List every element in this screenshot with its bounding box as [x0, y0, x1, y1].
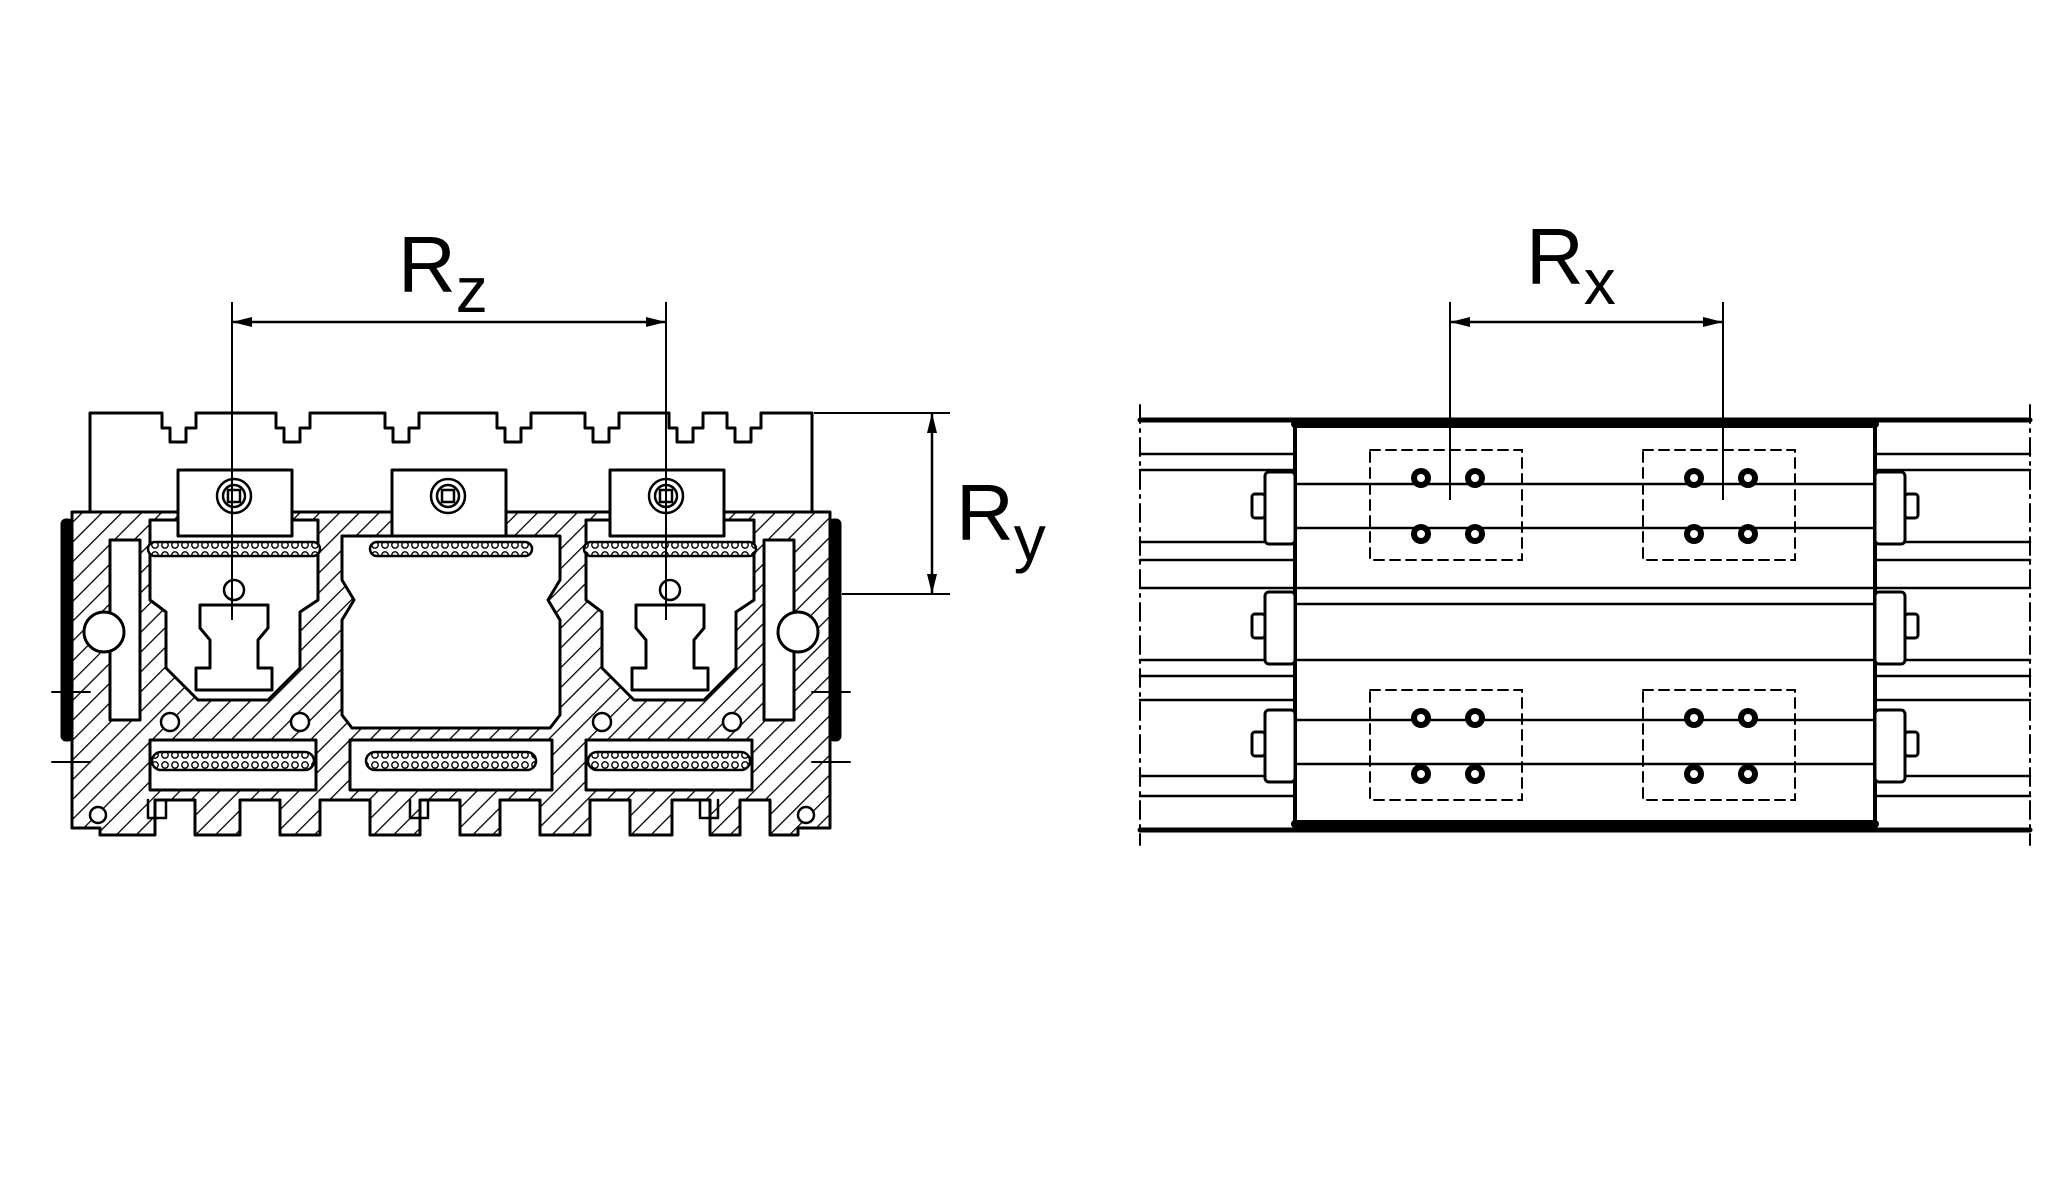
screw-head-center — [429, 477, 467, 515]
guide-rail-left — [194, 603, 274, 692]
side-hole-right — [776, 610, 820, 654]
side-cover-right — [828, 518, 842, 742]
ball-chain-bottom-left — [150, 750, 316, 772]
dimension-rz — [231, 302, 667, 620]
dimension-rx — [1449, 302, 1724, 500]
screw-head-left — [215, 477, 253, 515]
carriage-plate-top-view — [1293, 420, 1877, 828]
ball-chain-top-left — [146, 540, 322, 558]
dimension-label-ry: Ry — [956, 468, 1046, 574]
rail-screw-left — [222, 578, 246, 602]
dimension-ry — [814, 412, 950, 595]
cross-section-view — [51, 411, 851, 837]
side-cover-left — [60, 518, 74, 742]
side-hole-left — [82, 610, 126, 654]
ball-chain-top-center — [368, 540, 534, 558]
ball-chain-bottom-center — [364, 750, 538, 772]
ball-chain-bottom-right — [586, 750, 752, 772]
top-view — [1137, 404, 2033, 846]
dimension-label-rz: Rz — [398, 220, 488, 326]
end-caps-right — [1873, 470, 1920, 784]
carriage-inner-lines — [1293, 482, 1877, 766]
rail-screw-right — [658, 578, 682, 602]
guide-rail-right — [630, 603, 710, 692]
center-chamber — [340, 534, 562, 730]
hidden-carriage-blocks — [1369, 449, 1796, 801]
end-caps-left — [1250, 470, 1297, 784]
ball-chain-top-right — [582, 540, 758, 558]
dimension-label-rx: Rx — [1526, 212, 1616, 318]
